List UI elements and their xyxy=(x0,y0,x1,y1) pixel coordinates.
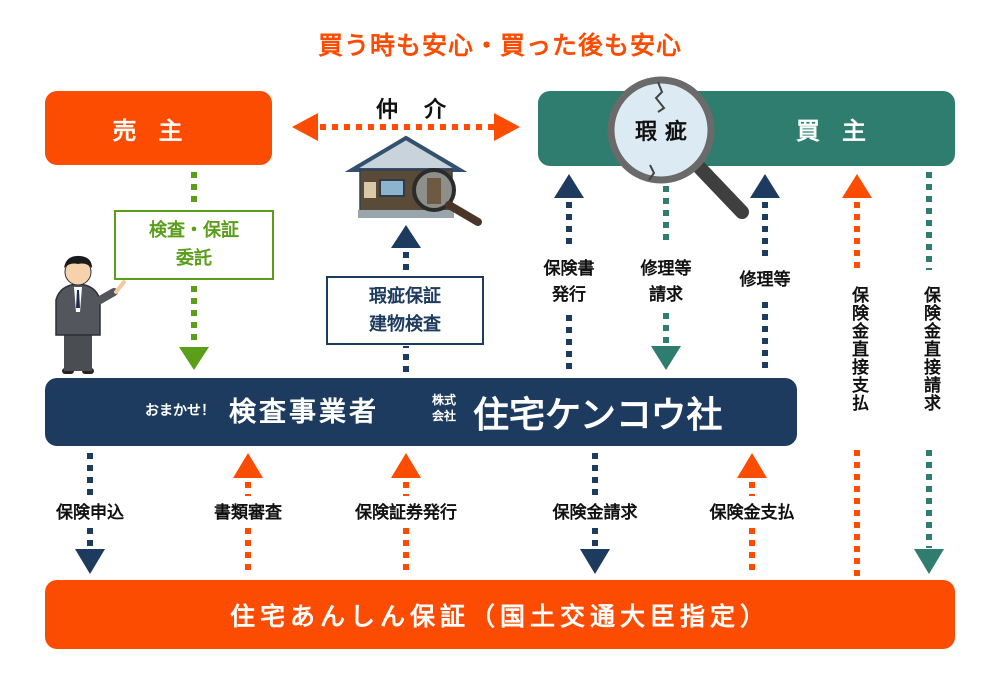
lower-flow-3-label: 保険証券発行 xyxy=(336,500,476,526)
defect-label: 瑕 疵 xyxy=(635,120,687,145)
lower-flow-2-arrow xyxy=(233,453,263,576)
upper-flow-2-line2: 請求 xyxy=(649,285,683,305)
seller-label: 売主 xyxy=(112,116,205,145)
guarantor-label: 住宅あんしん保証（国土交通大臣指定） xyxy=(229,601,770,631)
commission-box-line2: 委託 xyxy=(176,248,212,269)
lower-flow-4-label: 保険金請求 xyxy=(535,500,655,526)
corp-prefix: 株式 会社 xyxy=(432,392,456,424)
businessman-illustration xyxy=(55,255,126,374)
lower-flow-2-label: 書類審査 xyxy=(198,500,298,526)
upper-flow-2-line1: 修理等 xyxy=(640,259,692,279)
broker-double-arrow xyxy=(292,113,520,141)
upper-flow-2-label: 修理等 請求 xyxy=(627,256,705,308)
defect-magnifier-illustration xyxy=(607,76,749,219)
buyer-box: 買主 xyxy=(538,91,955,166)
company-name: 住宅ケンコウ社 xyxy=(473,395,723,436)
commission-box: 検査・保証 委託 xyxy=(114,210,274,280)
upper-flow-1-label: 保険書 発行 xyxy=(530,256,608,308)
commission-box-line1: 検査・保証 xyxy=(149,220,239,241)
lower-flow-1-label: 保険申込 xyxy=(40,500,140,526)
direct-flow-1-arrow xyxy=(842,174,872,576)
upper-flow-1-line2: 発行 xyxy=(552,285,586,305)
inspection-arrow xyxy=(391,225,421,372)
lower-flow-4-arrow xyxy=(580,453,610,574)
inspector-tagline: おまかせ！ xyxy=(145,403,215,419)
lower-flow-5-label: 保険金支払 xyxy=(692,500,812,526)
direct-flow-2-arrow xyxy=(914,172,944,574)
direct-flow-2-label: 保険金直接請求 xyxy=(918,286,943,412)
inspector-role: 検査事業者 xyxy=(229,397,379,428)
lower-flow-1-arrow xyxy=(75,453,105,574)
upper-flow-3-arrow xyxy=(750,174,780,372)
broker-label: 仲介 xyxy=(375,98,472,123)
buyer-label: 買主 xyxy=(796,117,888,145)
inspector-bar: おまかせ！ 検査事業者 株式 会社 住宅ケンコウ社 xyxy=(45,378,797,446)
upper-flow-2-arrow xyxy=(651,186,681,370)
commission-arrow xyxy=(179,172,209,370)
house-illustration xyxy=(344,135,482,226)
upper-flow-1-line1: 保険書 xyxy=(543,259,595,279)
upper-flow-1-arrow xyxy=(554,174,584,372)
inspection-box: 瑕疵保証 建物検査 xyxy=(326,276,484,345)
corp-prefix-line1: 株式 xyxy=(432,393,457,407)
inspection-box-line2: 建物検査 xyxy=(369,313,441,335)
corp-prefix-line2: 会社 xyxy=(432,409,457,423)
upper-flow-3-line1: 修理等 xyxy=(739,270,791,290)
guarantor-bar: 住宅あんしん保証（国土交通大臣指定） xyxy=(45,580,955,649)
headline: 買う時も安心・買った後も安心 xyxy=(317,31,682,60)
direct-flow-1-label: 保険金直接支払 xyxy=(846,286,871,412)
seller-box: 売主 xyxy=(45,91,272,165)
inspection-box-line1: 瑕疵保証 xyxy=(369,285,441,307)
lower-flow-5-arrow xyxy=(737,453,767,576)
lower-flow-3-arrow xyxy=(391,453,421,576)
upper-flow-3-label: 修理等 xyxy=(726,267,804,293)
